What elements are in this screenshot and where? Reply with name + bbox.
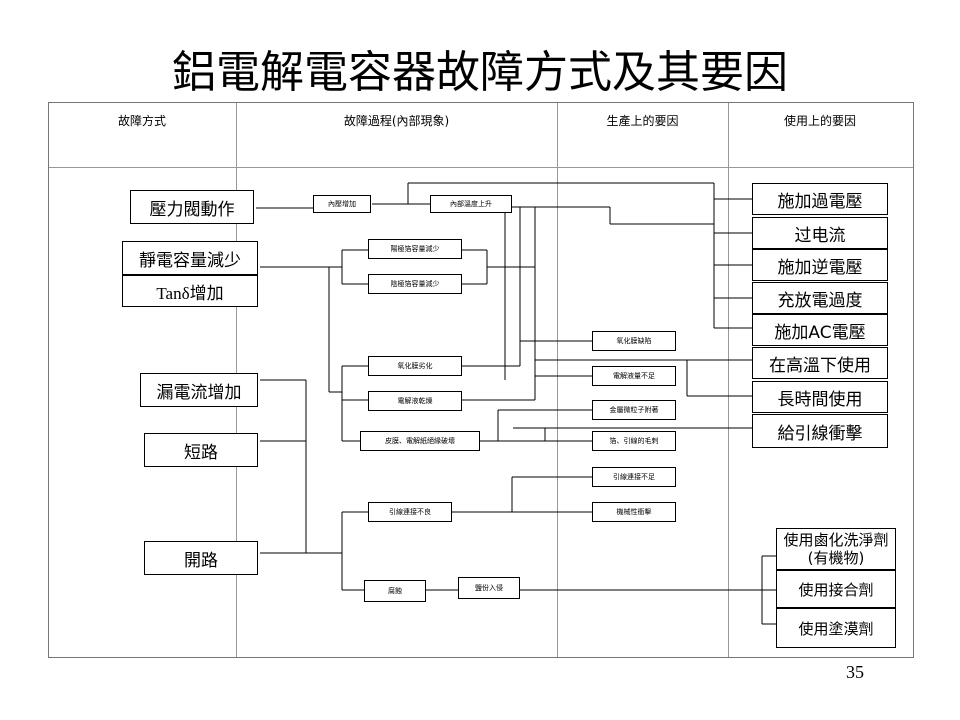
production-mech-shock: 機械性衝擊 — [592, 502, 676, 522]
failure-mode-capacitance-drop: 靜電容量減少 — [122, 241, 258, 275]
failure-mode-short: 短路 — [144, 433, 258, 467]
production-lead-connect-bad: 引線連接不足 — [592, 467, 676, 487]
production-foil-lead-burr: 箔、引線的毛刺 — [592, 431, 676, 451]
process-anode-cap-drop: 陽極箔容量減少 — [368, 239, 462, 259]
usage-overvoltage: 施加過電壓 — [752, 183, 888, 215]
header-production-cause: 生產上的要因 — [606, 114, 679, 128]
slide-title: 鋁電解電容器故障方式及其要因 — [172, 47, 788, 98]
process-oxide-degrade: 氧化膜劣化 — [368, 356, 462, 376]
process-internal-pressure: 內壓增加 — [313, 195, 371, 213]
header-usage-cause: 使用上的要因 — [783, 114, 856, 128]
process-internal-temp: 內部溫度上升 — [430, 195, 512, 213]
production-oxide-defect: 氧化膜缺陷 — [592, 331, 676, 351]
failure-mode-pressure-valve: 壓力閥動作 — [130, 190, 254, 224]
usage-adhesive: 使用接合劑 — [776, 570, 896, 608]
page-number: 35 — [846, 662, 864, 682]
failure-mode-leakage: 漏電流增加 — [140, 373, 258, 407]
process-cathode-cap-drop: 陰極箔容量減少 — [368, 274, 462, 294]
failure-mode-open: 開路 — [144, 541, 258, 575]
process-electrolyte-dry: 電解液乾燥 — [368, 391, 462, 411]
usage-charge-discharge: 充放電過度 — [752, 282, 888, 314]
process-salt-intrusion: 鹽份入侵 — [458, 577, 520, 599]
usage-reverse-voltage: 施加逆電壓 — [752, 249, 888, 281]
failure-mode-tan-delta: Tanδ增加 — [122, 275, 258, 307]
process-film-damage: 皮膜、電解紙絕緣破壞 — [360, 431, 480, 451]
usage-long-time: 長時間使用 — [752, 381, 888, 413]
header-failure-mode: 故障方式 — [117, 114, 166, 128]
usage-halogen-cleaner: 使用鹵化洗淨劑(有機物) — [776, 528, 896, 570]
usage-overcurrent: 过电流 — [752, 217, 888, 249]
column-divider — [557, 103, 558, 657]
process-corrosion: 腐蝕 — [364, 580, 426, 602]
header-failure-process: 故障過程(內部現象) — [343, 114, 450, 128]
usage-ac-voltage: 施加AC電壓 — [752, 314, 888, 346]
usage-high-temp: 在高溫下使用 — [752, 347, 888, 379]
header-divider — [49, 167, 913, 168]
usage-lead-shock: 給引線衝擊 — [752, 414, 888, 448]
production-metal-particles: 金屬微粒子附著 — [592, 400, 676, 420]
process-lead-weld-bad: 引線連接不良 — [368, 502, 452, 522]
column-divider — [728, 103, 729, 657]
production-electrolyte-low: 電解液量不足 — [592, 366, 676, 386]
usage-coating: 使用塗漠劑 — [776, 608, 896, 648]
